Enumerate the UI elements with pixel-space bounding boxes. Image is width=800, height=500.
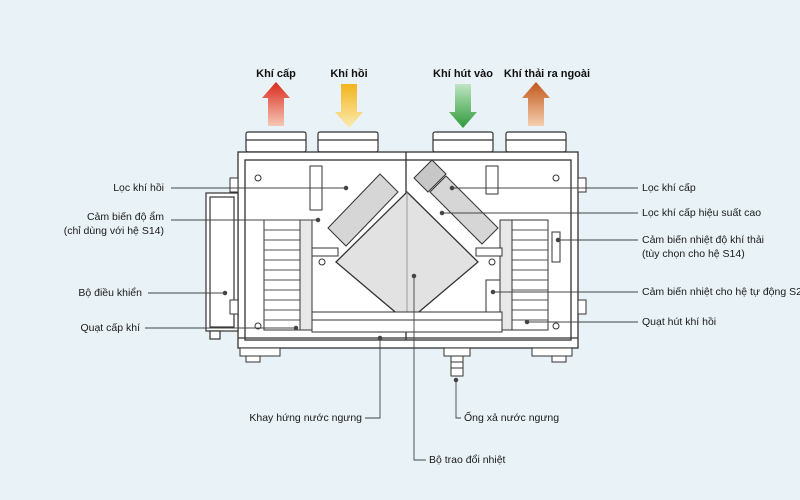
callout-condensate-tray: Khay hứng nước ngưng (249, 412, 362, 424)
callout-supply-filter: Lọc khí cấp (642, 182, 696, 194)
callout-return-fan: Quạt hút khí hồi (642, 316, 717, 328)
internal-rails (311, 247, 503, 333)
supply-air-arrow (262, 82, 290, 126)
callout-heat-exchanger: Bộ trao đổi nhiệt (429, 454, 506, 466)
controller-box (205, 192, 239, 340)
callout-humidity-sensor: Cảm biến độ ẩm (chỉ dùng với hệ S14) (64, 210, 164, 238)
duct-collars (245, 131, 567, 153)
label-exhaust-air: Khí thải ra ngoài (503, 68, 591, 80)
callout-drain-pipe: Ống xả nước ngưng (464, 412, 560, 424)
callout-controller: Bộ điều khiển (78, 287, 142, 299)
callout-auto-temp-sensor: Cảm biến nhiệt cho hệ tự động S2 (642, 286, 800, 298)
callout-supply-fan: Quạt cấp khí (80, 322, 140, 334)
supply-filter-drawing (413, 159, 499, 245)
leader-lines (145, 185, 638, 461)
exhaust-air-arrow (522, 82, 550, 126)
callout-exhaust-temp-sensor-line1: Cảm biến nhiệt độ khí thải (642, 234, 764, 246)
label-return-air: Khí hồi (330, 68, 368, 80)
mounting-brackets (229, 177, 587, 315)
callout-humidity-sensor-line2: (chỉ dùng với hệ S14) (63, 225, 164, 237)
callout-exhaust-temp-sensor: Cảm biến nhiệt độ khí thải (tùy chọn cho… (642, 233, 764, 261)
callout-exhaust-temp-sensor-line2: (tùy chọn cho hệ S14) (642, 248, 745, 260)
drain-pipe-drawing (443, 347, 471, 377)
intake-air-arrow (449, 84, 477, 128)
supply-fan-drawing (263, 219, 313, 331)
callout-return-filter: Lọc khí hồi (113, 182, 164, 194)
unit-feet (239, 347, 573, 363)
return-fan-drawing (499, 219, 549, 331)
return-filter-drawing (327, 173, 399, 247)
label-intake-air: Khí hút vào (433, 68, 493, 80)
return-air-arrow (335, 84, 363, 128)
callout-humidity-sensor-line1: Cảm biến độ ẩm (86, 211, 164, 223)
label-supply-air: Khí cấp (256, 68, 296, 80)
callout-hepa-filter: Lọc khí cấp hiệu suất cao (642, 207, 762, 219)
